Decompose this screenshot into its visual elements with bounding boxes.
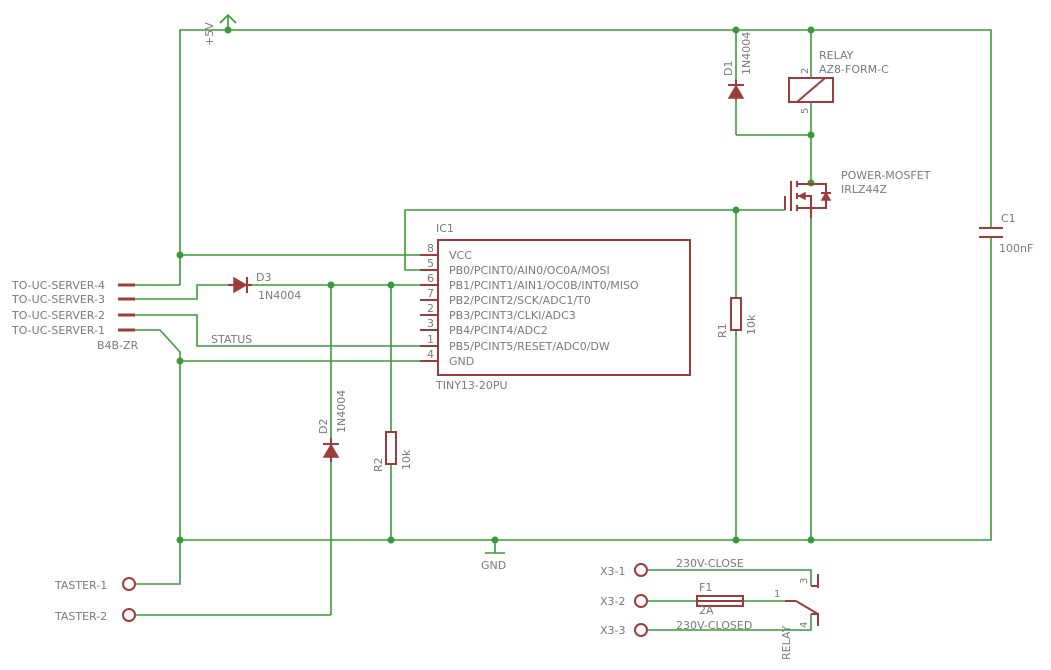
ic1-pin-num: 7 — [427, 287, 434, 300]
connector-server: TO-UC-SERVER-4 TO-UC-SERVER-3 TO-UC-SERV… — [11, 279, 139, 352]
taster-terminals: TASTER-1 TASTER-2 — [54, 577, 136, 623]
net-230v-closed: 230V-CLOSED — [676, 619, 752, 632]
relay-coil-pin-bottom: 5 — [800, 108, 811, 114]
connector-value: B4B-ZR — [97, 339, 139, 352]
relay-switch-pin-4: 4 — [799, 622, 810, 628]
r1-value: 10k — [745, 314, 758, 335]
ic1-pin-label: PB0/PCINT0/AIN0/OC0A/MOSI — [449, 264, 610, 277]
d1-name: D1 — [722, 61, 735, 76]
d3-value: 1N4004 — [258, 289, 301, 302]
ic1-pin-num: 1 — [427, 333, 434, 346]
resistor-r1: R1 10k — [716, 297, 758, 338]
r2-value: 10k — [400, 449, 413, 470]
ic1-pin-num: 2 — [427, 302, 434, 315]
ic1-pin-label: PB3/PCINT3/CLKI/ADC3 — [449, 309, 576, 322]
junctions — [176, 26, 815, 544]
ground-symbol: GND — [481, 552, 506, 572]
connector-pin-label: TO-UC-SERVER-2 — [11, 309, 105, 322]
x3-1-label: X3-1 — [600, 565, 626, 578]
ic1-pin-label: VCC — [449, 249, 472, 262]
relay-switch-pin-1: 1 — [774, 589, 780, 600]
x3-3-terminal[interactable] — [634, 623, 648, 637]
ic1-value: TINY13-20PU — [435, 379, 508, 392]
relay-switch-label: RELAY — [780, 625, 793, 660]
ic1-pins — [420, 254, 438, 362]
taster-2-terminal[interactable] — [122, 608, 136, 622]
diode-d3: D3 1N4004 — [228, 271, 301, 302]
f1-value: 2A — [699, 604, 714, 617]
diode-d2: D2 1N4004 — [317, 390, 348, 462]
x3-terminals: X3-1 X3-2 X3-3 230V-CLOSE 230V-CLOSED — [600, 557, 752, 637]
d2-value: 1N4004 — [335, 390, 348, 433]
relay-name: RELAY — [819, 49, 854, 62]
ground-label: GND — [481, 559, 506, 572]
r1-name: R1 — [716, 323, 729, 338]
wires — [135, 29, 992, 631]
c1-name: C1 — [1001, 212, 1016, 225]
relay-switch: 1 3 4 RELAY — [774, 574, 819, 660]
mosfet-name: POWER-MOSFET — [841, 169, 931, 182]
ic1-pin-label: PB2/PCINT2/SCK/ADC1/T0 — [449, 294, 591, 307]
ic1-pin-num: 3 — [427, 317, 434, 330]
status-net-label: STATUS — [211, 333, 252, 346]
r2-name: R2 — [372, 457, 385, 472]
mosfet-value: IRLZ44Z — [841, 183, 888, 196]
x3-1-terminal[interactable] — [634, 563, 648, 577]
f1-name: F1 — [699, 581, 712, 594]
ic1-pin-label: PB5/PCINT5/RESET/ADC0/DW — [449, 340, 610, 353]
ic1-pin-num: 6 — [427, 272, 434, 285]
ic1-pin-numbers: 8 5 6 7 2 3 1 4 — [427, 242, 434, 361]
d1-value: 1N4004 — [740, 32, 753, 75]
ic1-pin-num: 8 — [427, 242, 434, 255]
capacitor-c1: C1 100nF — [979, 212, 1033, 255]
mosfet: POWER-MOSFET IRLZ44Z — [784, 169, 931, 218]
relay-coil-pin-top: 2 — [800, 68, 811, 74]
ic1: IC1 TINY13-20PU 8 5 6 7 2 3 1 4 VCC PB0/… — [420, 222, 691, 392]
relay-switch-pin-3: 3 — [799, 578, 810, 584]
fuse-f1: F1 2A — [696, 581, 744, 617]
supply-label: +5V — [203, 22, 216, 46]
x3-2-label: X3-2 — [600, 595, 626, 608]
diode-d1: D1 1N4004 — [722, 32, 753, 100]
x3-2-terminal[interactable] — [634, 594, 648, 608]
d2-name: D2 — [317, 419, 330, 434]
taster-1-label: TASTER-1 — [54, 579, 107, 592]
ic1-pin-label: PB1/PCINT1/AIN1/OC0B/INT0/MISO — [449, 279, 639, 292]
ic1-name: IC1 — [436, 222, 454, 235]
connector-pin-label: TO-UC-SERVER-4 — [11, 279, 105, 292]
ic1-pin-num: 5 — [427, 257, 434, 270]
ic1-pin-num: 4 — [427, 348, 434, 361]
relay-coil: 2 5 RELAY AZ8-FORM-C — [788, 49, 889, 114]
ic1-pin-label: GND — [449, 355, 474, 368]
ic1-pin-label: PB4/PCINT4/ADC2 — [449, 324, 548, 337]
net-230v-close: 230V-CLOSE — [676, 557, 744, 570]
relay-value: AZ8-FORM-C — [819, 63, 889, 76]
ic1-pin-labels: VCC PB0/PCINT0/AIN0/OC0A/MOSI PB1/PCINT1… — [449, 249, 639, 368]
connector-pin-label: TO-UC-SERVER-1 — [11, 324, 105, 337]
x3-3-label: X3-3 — [600, 624, 626, 637]
taster-2-label: TASTER-2 — [54, 610, 107, 623]
taster-1-terminal[interactable] — [122, 577, 136, 591]
connector-pin-label: TO-UC-SERVER-3 — [11, 293, 105, 306]
d3-name: D3 — [256, 271, 271, 284]
supply-symbol: +5V — [203, 13, 237, 46]
resistor-r2: R2 10k — [372, 431, 413, 472]
c1-value: 100nF — [999, 242, 1033, 255]
